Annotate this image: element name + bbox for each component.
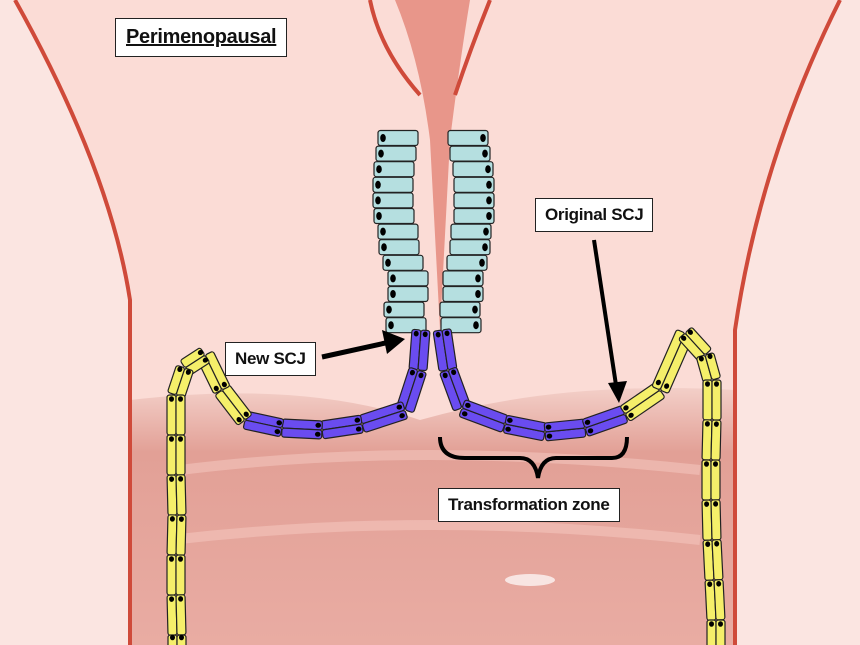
columnar-cell (450, 223, 492, 240)
metaplastic-cell (281, 427, 323, 440)
page-title: Perimenopausal (115, 18, 288, 57)
columnar-cell (442, 270, 484, 287)
columnar-cell (382, 254, 424, 271)
columnar-cell (440, 317, 482, 334)
squamous-cell (710, 419, 722, 461)
squamous-cell (711, 539, 724, 581)
cell-layer (166, 129, 726, 645)
squamous-cell (713, 579, 726, 621)
squamous-cell (701, 419, 713, 461)
columnar-cell (373, 161, 415, 178)
squamous-cell (175, 474, 187, 516)
left-wall (13, 0, 132, 645)
columnar-cell (453, 207, 495, 225)
columnar-cell (387, 285, 429, 303)
squamous-cell (704, 352, 721, 381)
columnar-cell (372, 192, 414, 209)
squamous-cell (702, 379, 713, 421)
metaplastic-cell (543, 418, 586, 433)
metaplastic-cell (281, 418, 323, 431)
squamous-cell (175, 594, 187, 636)
squamous-cell (685, 327, 712, 355)
metaplastic-cell (462, 399, 509, 424)
columnar-cell (446, 254, 488, 271)
squamous-cell (701, 499, 713, 541)
squamous-cell (166, 554, 177, 596)
original-scj-label: Original SCJ (535, 198, 654, 232)
columnar-cell (449, 239, 491, 256)
transformation-zone-brace (438, 436, 629, 479)
squamous-cell (706, 619, 717, 645)
metaplastic-cell (242, 419, 283, 437)
squamous-cell (175, 434, 186, 476)
squamous-cell (651, 329, 685, 390)
columnar-cell (449, 145, 491, 162)
original-scj-arrow (592, 239, 627, 403)
metaplastic-cell (405, 370, 427, 413)
transformation-zone-label: Transformation zone (438, 488, 620, 522)
squamous-cell (175, 554, 186, 596)
columnar-cell (372, 176, 414, 193)
columnar-cell (447, 129, 489, 147)
squamous-cell (215, 390, 245, 426)
squamous-cell (166, 394, 177, 436)
columnar-cell (439, 301, 481, 318)
new-scj-arrow (321, 330, 405, 360)
metaplastic-cell (321, 423, 364, 440)
squamous-cell (175, 514, 187, 556)
squamous-cell (710, 459, 721, 501)
columnar-cell (442, 285, 484, 303)
columnar-cell (452, 161, 494, 178)
columnar-cell (383, 301, 425, 318)
columnar-cell (387, 270, 429, 287)
columnar-cell (453, 176, 495, 193)
squamous-cell (166, 514, 178, 556)
tissue-lower (130, 388, 735, 645)
columnar-cell (385, 317, 427, 334)
squamous-cell (710, 499, 722, 541)
squamous-cell (701, 459, 712, 501)
squamous-cell (176, 634, 187, 645)
columnar-cell (377, 223, 419, 240)
canal-walls (368, 0, 492, 97)
right-wall (733, 0, 842, 645)
new-scj-label: New SCJ (225, 342, 316, 376)
endocervical-canal (395, 0, 470, 330)
squamous-cell (166, 434, 177, 476)
squamous-cell (166, 474, 178, 516)
metaplastic-cell (362, 410, 408, 433)
squamous-cell (715, 619, 726, 645)
metaplastic-cell (417, 329, 431, 372)
columnar-cell (373, 207, 415, 225)
squamous-cell (175, 394, 186, 436)
squamous-cell (711, 379, 722, 421)
columnar-cell (453, 192, 495, 209)
squamous-cell (166, 594, 178, 636)
columnar-cell (378, 239, 420, 256)
columnar-cell (377, 129, 419, 147)
squamous-cell (167, 634, 178, 645)
columnar-cell (375, 145, 417, 162)
